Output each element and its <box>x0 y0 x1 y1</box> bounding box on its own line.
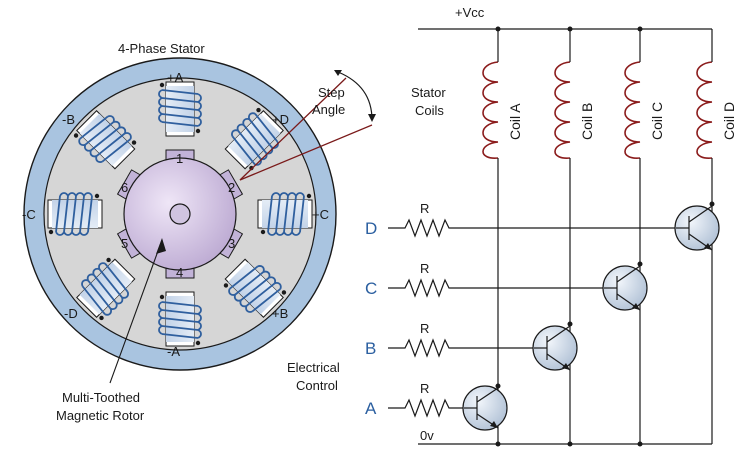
control-label-2: Control <box>296 378 338 393</box>
pole-label-bottom: -A <box>167 344 180 359</box>
stator-coils-label-1: Stator <box>411 85 446 100</box>
coil-label-b: Coil B <box>579 103 595 140</box>
step-angle-arc <box>337 71 373 121</box>
resistor-b <box>388 338 534 358</box>
transistor-c <box>602 265 648 311</box>
resistor-c <box>388 278 604 298</box>
driver-circuit: +Vcc 0v Stator Coils Coil A Coil B Coil … <box>287 5 737 447</box>
tooth-number-2: 2 <box>228 180 235 195</box>
pole-label-top: +A <box>167 70 184 85</box>
transistor-a <box>462 385 508 431</box>
coil-label-d: Coil D <box>721 102 737 140</box>
tooth-number-1: 1 <box>176 151 183 166</box>
pole-label-bottom-right: +B <box>272 306 288 321</box>
pole-label-right: +C <box>312 207 329 222</box>
resistor-label-a: R <box>420 381 429 396</box>
input-label-b: B <box>365 339 376 358</box>
pole-label-left: -C <box>22 207 36 222</box>
stator-title: 4-Phase Stator <box>118 41 205 56</box>
step-angle-line-b <box>239 124 373 181</box>
step-angle-label-1: Step <box>318 85 345 100</box>
inductor-coil-a <box>482 61 499 159</box>
inductor-coil-d <box>696 61 713 159</box>
rotor-label-2: Magnetic Rotor <box>56 408 145 423</box>
resistor-label-d: R <box>420 201 429 216</box>
input-label-c: C <box>365 279 377 298</box>
ground-label: 0v <box>420 428 434 443</box>
stator-coils-label-2: Coils <box>415 103 444 118</box>
tooth-number-6: 6 <box>121 180 128 195</box>
inductor-coil-c <box>624 61 641 159</box>
coil-label-c: Coil C <box>649 102 665 140</box>
rotor-pointer-line <box>109 239 163 384</box>
rotor-pointer-arrowhead <box>156 238 166 254</box>
resistor-label-b: R <box>420 321 429 336</box>
inductor-coil-b <box>554 61 571 159</box>
rotor-shaft <box>169 203 191 225</box>
stator-assembly: 1 2 3 4 5 6 4-Phase Stator +A -A -C +C -… <box>22 41 376 423</box>
tooth-number-4: 4 <box>176 265 183 280</box>
input-label-d: D <box>365 219 377 238</box>
step-angle-label-2: Angle <box>312 102 345 117</box>
control-label-1: Electrical <box>287 360 340 375</box>
supply-label: +Vcc <box>455 5 485 20</box>
resistor-label-c: R <box>420 261 429 276</box>
rotor-label-1: Multi-Toothed <box>62 390 140 405</box>
resistor-a <box>388 398 464 418</box>
transistor-b <box>532 325 578 371</box>
pole-label-top-right: +D <box>272 112 289 127</box>
resistor-d <box>388 218 676 238</box>
step-angle-line-a <box>239 77 347 181</box>
tooth-number-3: 3 <box>228 236 235 251</box>
pole-label-bottom-left: -D <box>64 306 78 321</box>
coil-label-a: Coil A <box>507 103 523 140</box>
transistor-d <box>674 205 720 251</box>
tooth-number-5: 5 <box>121 236 128 251</box>
input-label-a: A <box>365 399 377 418</box>
pole-label-top-left: -B <box>62 112 75 127</box>
